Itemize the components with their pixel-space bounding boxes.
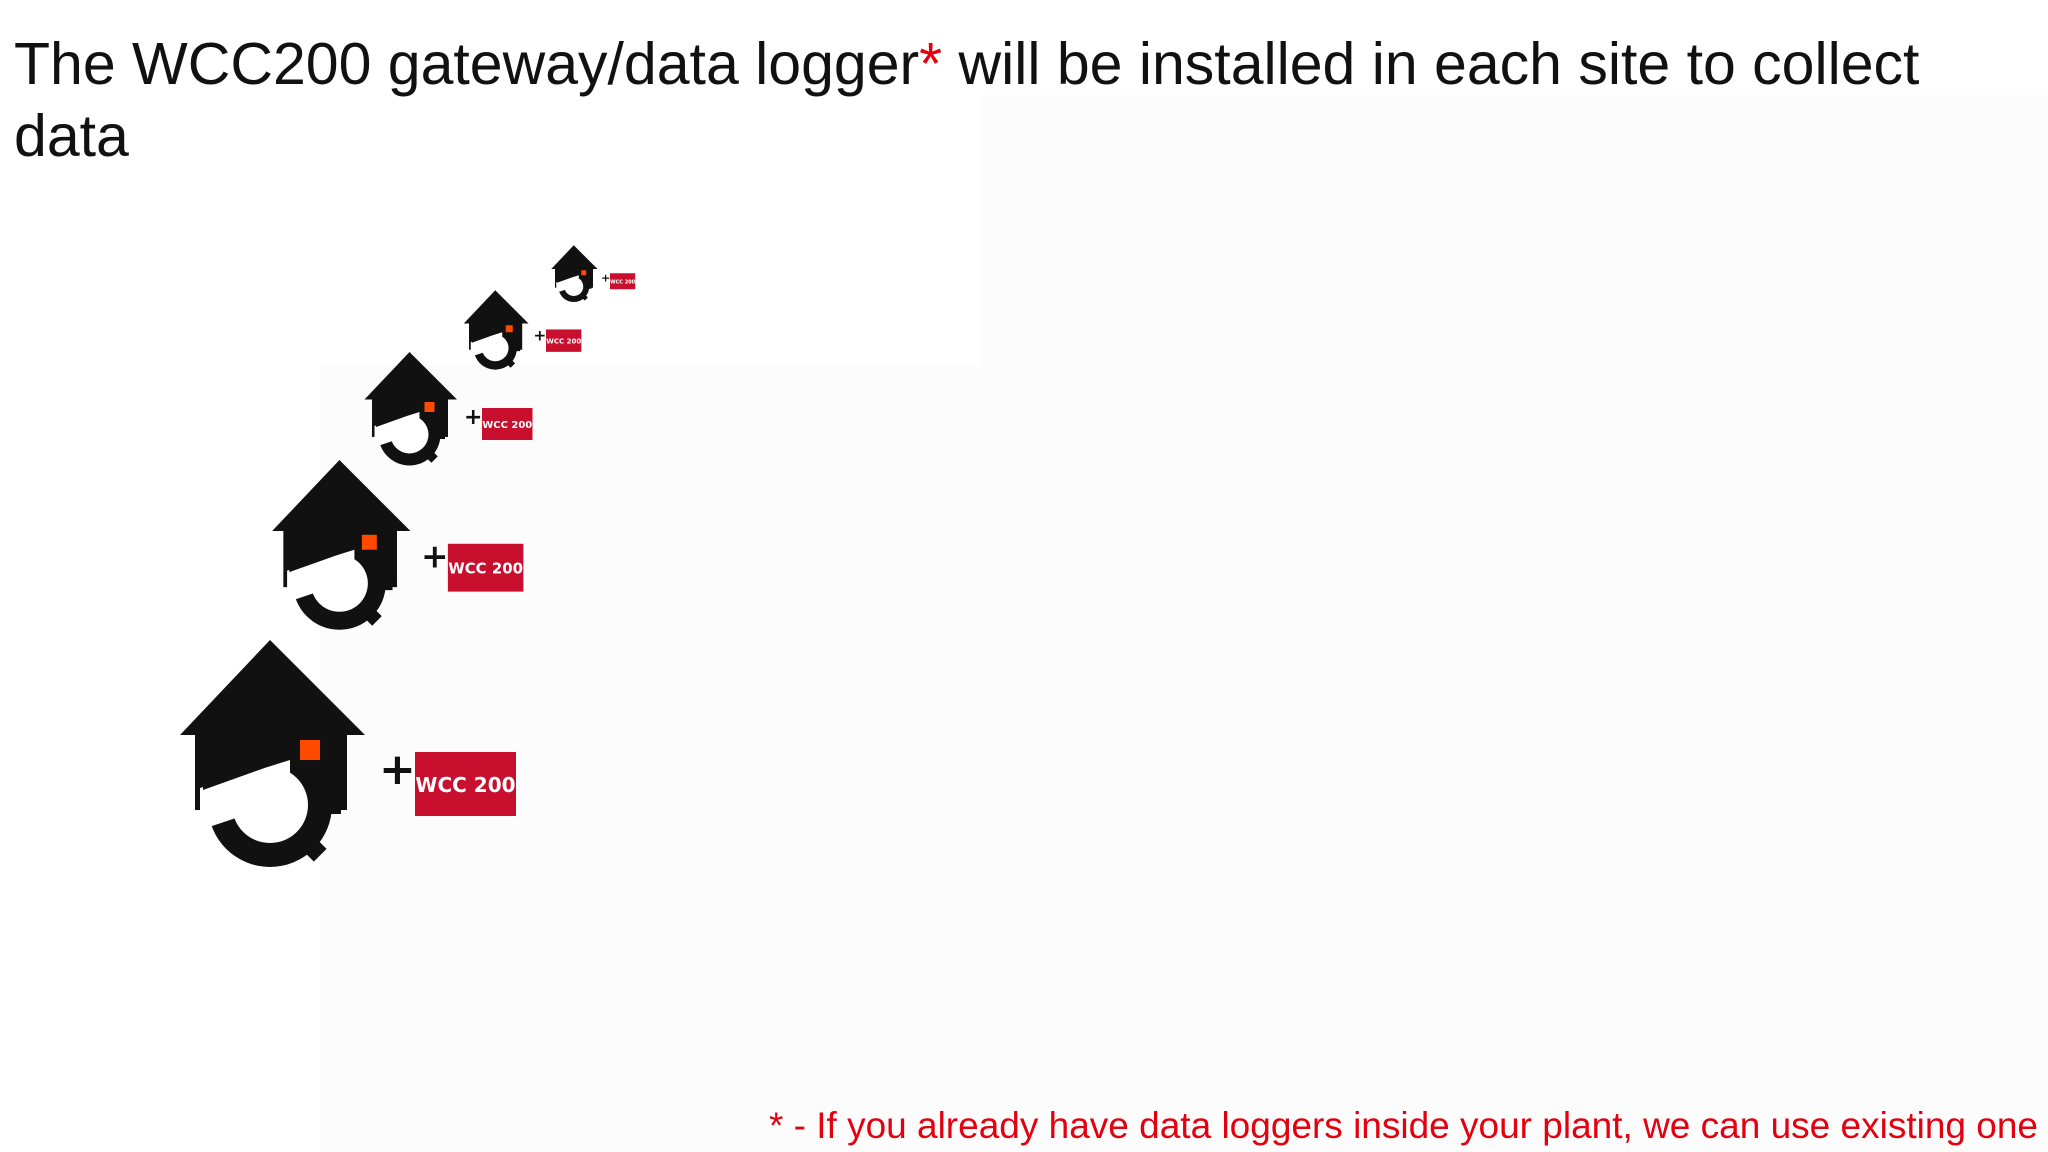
house-gear-icon xyxy=(272,460,411,630)
plus-sign: + xyxy=(379,744,416,795)
wcc200-badge-label: WCC 200 xyxy=(546,337,581,345)
house-gear-icon xyxy=(180,640,365,867)
wcc200-badge-label: WCC 200 xyxy=(448,560,523,578)
plus-sign: + xyxy=(601,271,610,284)
slide-title: The WCC200 gateway/data logger* will be … xyxy=(14,28,2004,172)
site-unit-graphic: + WCC 200 xyxy=(551,245,636,302)
site-unit-graphic: + WCC 200 xyxy=(272,460,524,630)
title-text-continued: will be installed in each site to collec… xyxy=(14,31,1920,169)
wcc200-badge xyxy=(415,752,516,816)
site-unit-graphic: + WCC 200 xyxy=(463,290,582,370)
site-unit-graphic: + WCC 200 xyxy=(364,352,533,466)
site-unit: + WCC 200 xyxy=(550,245,640,303)
wcc200-badge-label: WCC 200 xyxy=(415,773,515,797)
site-unit-graphic: + WCC 200 xyxy=(180,640,516,867)
footnote: * - If you already have data loggers ins… xyxy=(768,1105,2038,1146)
house-gear-icon xyxy=(551,245,598,302)
wcc200-badge-label: WCC 200 xyxy=(482,420,532,431)
plus-sign: + xyxy=(533,327,546,345)
site-unit: + WCC 200 xyxy=(462,290,588,371)
wcc200-badge xyxy=(610,273,636,290)
wcc200-badge xyxy=(447,543,524,592)
house-gear-icon xyxy=(463,290,529,370)
site-unit: + WCC 200 xyxy=(362,352,542,467)
background-panel xyxy=(320,365,2048,1152)
background-panel xyxy=(980,95,2048,365)
site-unit: + WCC 200 xyxy=(175,640,535,870)
plus-sign: + xyxy=(421,537,449,576)
title-text: The WCC200 gateway/data logger xyxy=(14,31,920,97)
wcc200-badge xyxy=(482,408,533,440)
site-unit: + WCC 200 xyxy=(268,460,538,632)
title-asterisk: * xyxy=(919,31,943,97)
wcc200-badge xyxy=(546,329,582,352)
house-gear-icon xyxy=(364,352,457,466)
wcc200-badge-label: WCC 200 xyxy=(610,279,636,285)
plus-sign: + xyxy=(464,405,482,430)
